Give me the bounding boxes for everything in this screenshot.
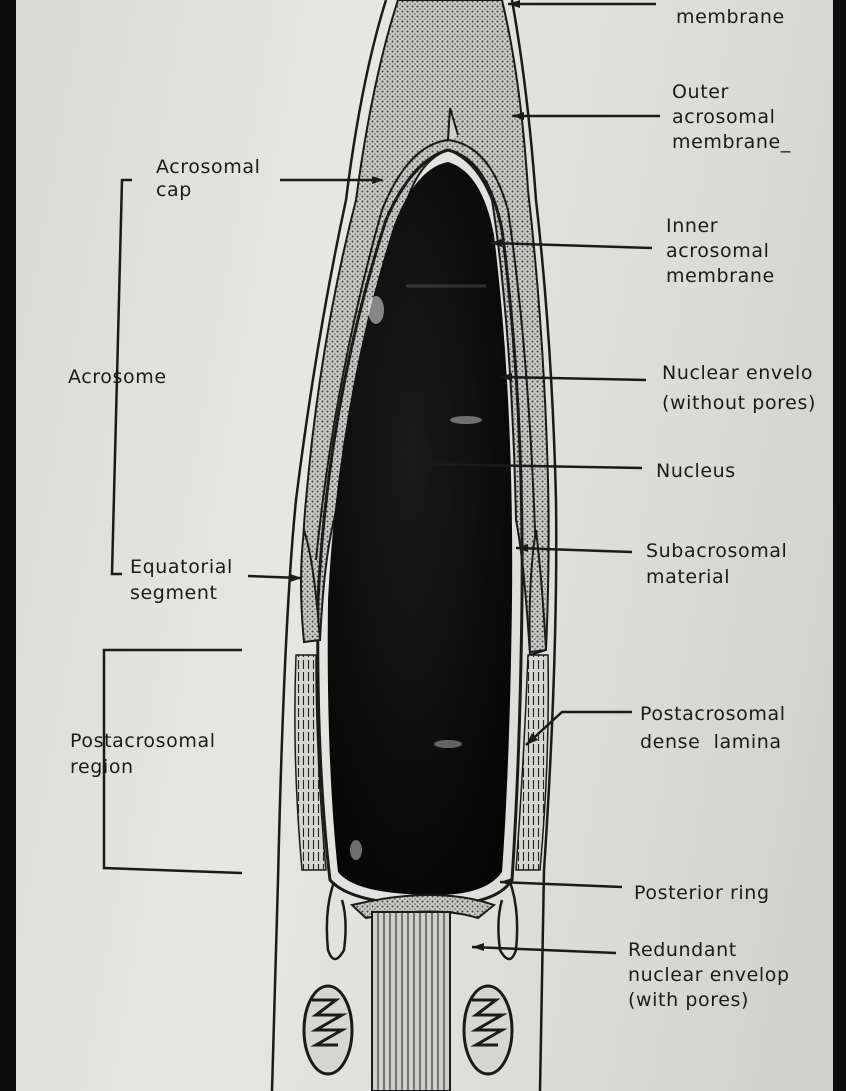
label-nuclear-envelope: Nuclear envelo (without pores) (662, 358, 816, 418)
label-acrosomal-cap: Acrosomal cap (156, 156, 260, 202)
redundant-envelope-left (327, 882, 346, 959)
diagram-slide: membrane Outer acrosomal membrane_ Acros… (16, 0, 833, 1091)
label-acrosome: Acrosome (68, 366, 167, 389)
label-inner-acrosomal-membrane: Inner acrosomal membrane (666, 214, 775, 289)
axial-fibers (372, 912, 450, 1091)
mitochondrion-left (304, 986, 352, 1074)
label-nucleus: Nucleus (656, 460, 736, 483)
label-posterior-ring: Posterior ring (634, 882, 770, 905)
label-postacrosomal-region: Postacrosomal region (70, 728, 216, 780)
label-postacrosomal-dense-lamina: Postacrosomal dense lamina (640, 700, 786, 756)
label-plasma-membrane: membrane (676, 6, 785, 29)
mitochondrion-right (464, 986, 512, 1074)
label-redundant-nuclear-envelope: Redundant nuclear envelop (with pores) (628, 938, 790, 1013)
label-outer-acrosomal-membrane: Outer acrosomal membrane_ (672, 80, 791, 155)
label-subacrosomal-material: Subacrosomal material (646, 538, 787, 590)
label-equatorial-segment: Equatorial segment (130, 554, 233, 606)
